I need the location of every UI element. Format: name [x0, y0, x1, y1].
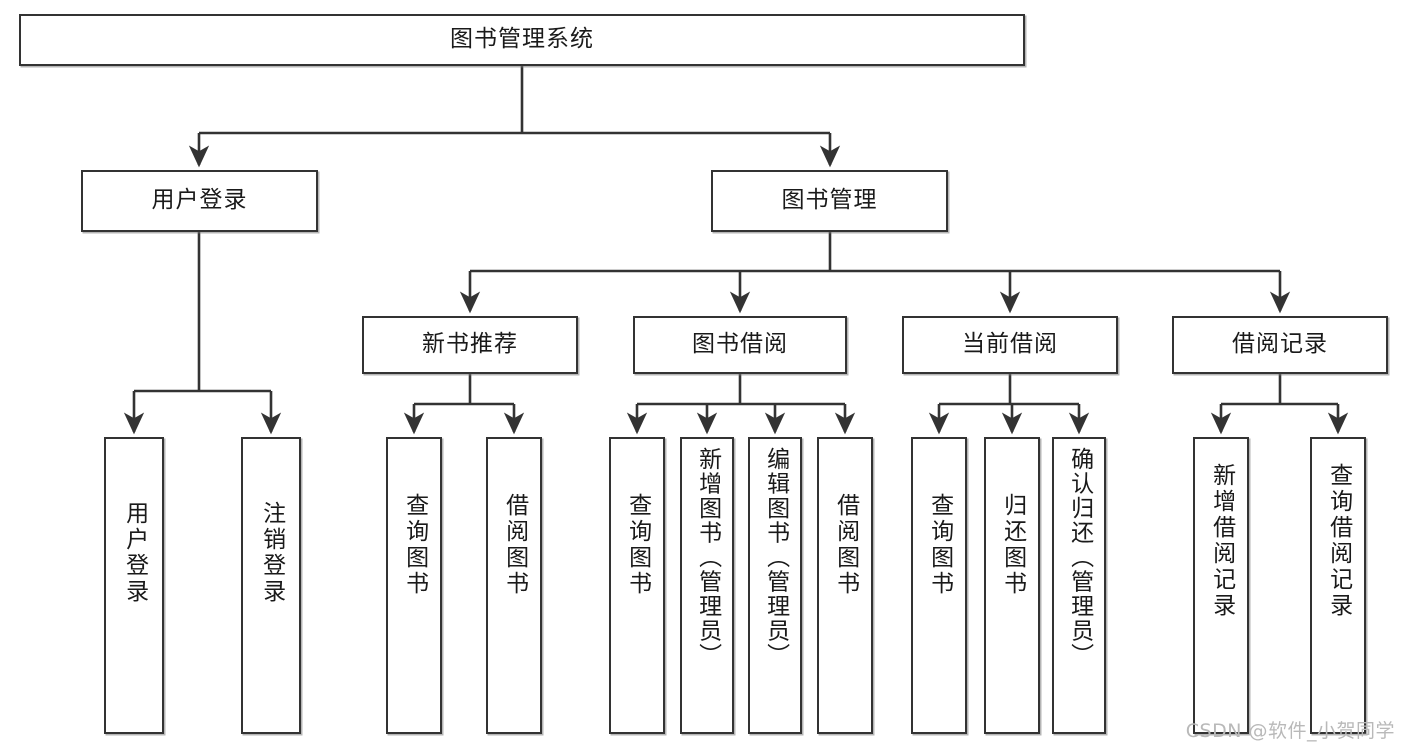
node-new-book-rec-label: 新书推荐	[422, 331, 518, 358]
node-leaf-logout[interactable]: 注销登录	[241, 437, 301, 734]
node-leaf-return-book-label: 归还图书	[999, 493, 1026, 597]
node-book-borrow-label: 图书借阅	[692, 331, 788, 358]
node-leaf-query-record[interactable]: 查询借阅记录	[1310, 437, 1366, 734]
node-leaf-logout-label: 注销登录	[258, 501, 285, 605]
node-leaf-query-book-1-label: 查询图书	[401, 493, 428, 597]
node-leaf-borrow-book-1[interactable]: 借阅图书	[486, 437, 542, 734]
csdn-watermark: CSDN @软件_小贺同学	[1185, 720, 1395, 742]
node-leaf-query-book-3[interactable]: 查询图书	[911, 437, 967, 734]
node-leaf-query-book-3-label: 查询图书	[926, 493, 953, 597]
node-user-login[interactable]: 用户登录	[81, 170, 318, 232]
node-leaf-confirm-return[interactable]: 确认归还（管理员）	[1052, 437, 1106, 734]
node-leaf-borrow-book-2[interactable]: 借阅图书	[817, 437, 873, 734]
node-leaf-query-book-2-label: 查询图书	[624, 493, 651, 597]
node-borrow-record[interactable]: 借阅记录	[1172, 316, 1388, 374]
node-borrow-record-label: 借阅记录	[1232, 331, 1328, 358]
node-root-label: 图书管理系统	[450, 26, 594, 53]
node-user-login-label: 用户登录	[151, 187, 248, 214]
node-leaf-borrow-book-1-label: 借阅图书	[501, 493, 528, 597]
node-leaf-borrow-book-2-label: 借阅图书	[832, 493, 859, 597]
node-leaf-query-book-2[interactable]: 查询图书	[609, 437, 665, 734]
node-leaf-query-record-label: 查询借阅记录	[1325, 463, 1352, 619]
node-book-borrow[interactable]: 图书借阅	[633, 316, 847, 374]
node-current-borrow[interactable]: 当前借阅	[902, 316, 1118, 374]
node-current-borrow-label: 当前借阅	[962, 331, 1058, 358]
node-leaf-add-book[interactable]: 新增图书（管理员）	[680, 437, 734, 734]
node-leaf-add-record[interactable]: 新增借阅记录	[1193, 437, 1249, 734]
node-leaf-add-record-label: 新增借阅记录	[1208, 463, 1235, 619]
node-book-manage-label: 图书管理	[781, 187, 878, 214]
node-leaf-user-login-label: 用户登录	[121, 501, 148, 605]
node-leaf-edit-book-label: 编辑图书（管理员）	[762, 447, 789, 668]
node-leaf-edit-book[interactable]: 编辑图书（管理员）	[748, 437, 802, 734]
node-leaf-query-book-1[interactable]: 查询图书	[386, 437, 442, 734]
node-root[interactable]: 图书管理系统	[19, 14, 1025, 66]
node-leaf-user-login[interactable]: 用户登录	[104, 437, 164, 734]
node-leaf-confirm-return-label: 确认归还（管理员）	[1066, 447, 1093, 668]
node-new-book-rec[interactable]: 新书推荐	[362, 316, 578, 374]
node-leaf-add-book-label: 新增图书（管理员）	[694, 447, 721, 668]
node-leaf-return-book[interactable]: 归还图书	[984, 437, 1040, 734]
node-book-manage[interactable]: 图书管理	[711, 170, 948, 232]
